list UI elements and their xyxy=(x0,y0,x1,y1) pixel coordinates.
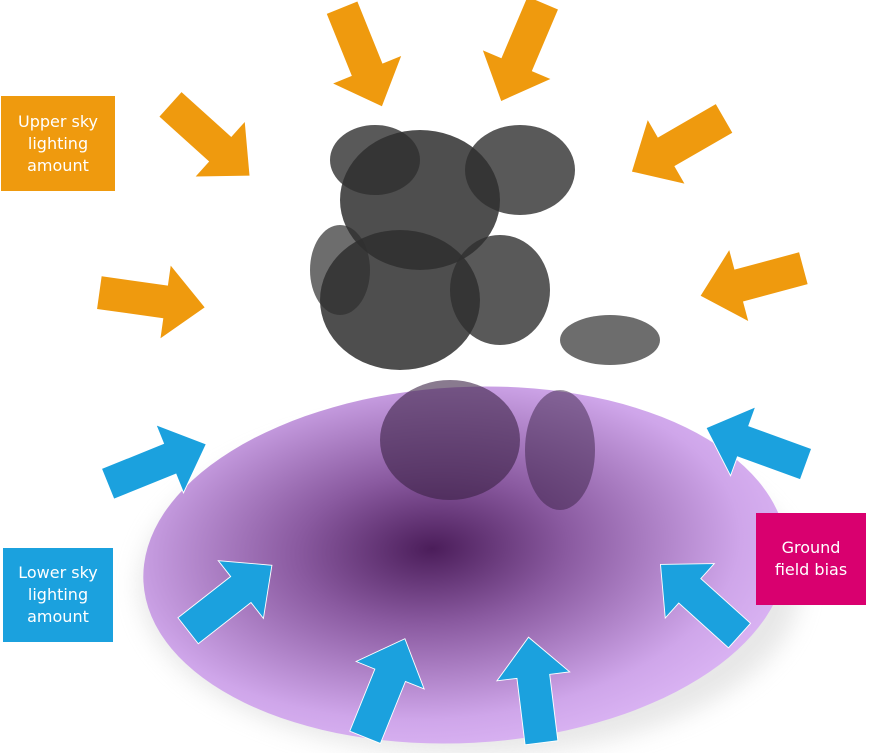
arrow-icon xyxy=(145,77,275,203)
arrow-icon xyxy=(94,256,210,344)
ground-field-bias-label: Ground field bias xyxy=(756,513,866,605)
arrow-icon xyxy=(613,86,743,204)
arrow-icon xyxy=(308,0,416,121)
arrow-icon xyxy=(691,232,813,332)
lower-sky-label: Lower sky lighting amount xyxy=(3,548,113,642)
tree-illustration xyxy=(310,125,660,510)
ground-field xyxy=(143,386,787,744)
arrow-icon xyxy=(467,0,577,116)
upper-sky-label: Upper sky lighting amount xyxy=(1,96,115,191)
